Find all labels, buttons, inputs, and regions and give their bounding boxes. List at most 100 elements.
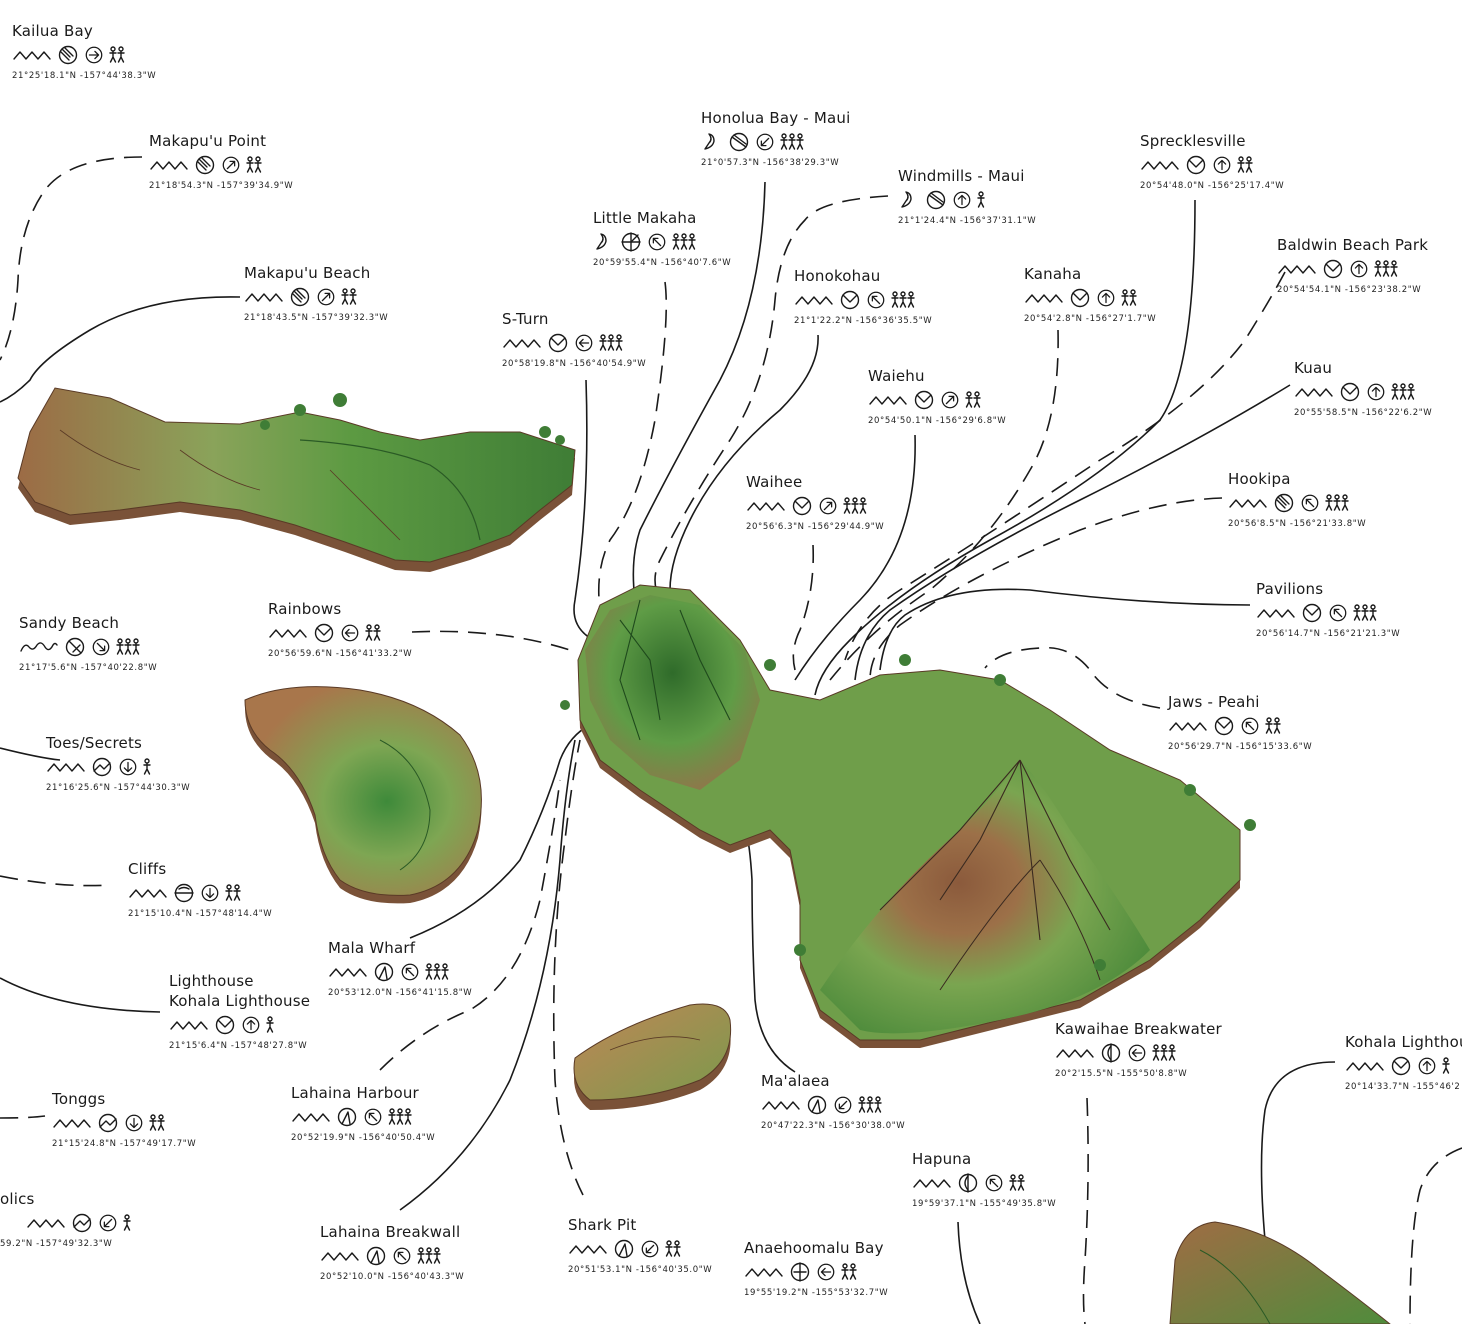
up-left-direction-icon (985, 1174, 1003, 1192)
spot-honokohau[interactable]: Honokohau 21°1'22.2"N -156°36'35.5"W (794, 267, 932, 326)
spot-baldwin[interactable]: Baldwin Beach Park 20°54'54.1"N -156°23'… (1277, 236, 1428, 295)
spot-icons (291, 1106, 435, 1128)
up-direction-icon (242, 1016, 260, 1034)
spot-name: Anaehoomalu Bay (744, 1239, 884, 1257)
spot-little-makaha[interactable]: Little Makaha 20°59'55.4"N -156°40'7.6"W (593, 209, 731, 268)
spot-publics[interactable]: olics 59.2"N -157°49'32.3"W (0, 1190, 138, 1249)
crowd-3-icon (599, 334, 623, 351)
bottom-type-icon (1340, 382, 1360, 402)
spot-jaws[interactable]: Jaws - Peahi 20°56'29.7"N -156°15'33.6"W (1168, 693, 1312, 752)
zigzag-wave-icon (329, 968, 367, 977)
zigzag-wave-icon (762, 1101, 800, 1110)
spot-cliffs[interactable]: Cliffs 21°15'10.4"N -157°48'14.4"W (128, 860, 272, 919)
bottom-type-icon (1391, 1056, 1411, 1076)
spot-icons (1277, 258, 1428, 280)
spot-coords: 20°52'19.9"N -156°40'50.4"W (291, 1133, 436, 1143)
spot-waihee[interactable]: Waihee 20°56'6.3"N -156°29'44.9"W (746, 473, 884, 532)
spot-mala-wharf[interactable]: Mala Wharf 20°53'12.0"N -156°41'15.8"W (328, 939, 472, 998)
spot-coords: 20°56'14.7"N -156°21'21.3"W (1256, 629, 1401, 639)
crowd-2-icon (665, 1240, 681, 1257)
spot-anaehoomalu[interactable]: Anaehoomalu Bay 19°55'19.2"N -155°53'32.… (744, 1239, 888, 1298)
spot-pavilions[interactable]: Pavilions 20°56'14.7"N -156°21'21.3"W (1256, 580, 1400, 639)
bottom-type-icon (1070, 288, 1090, 308)
spot-sprecklesville[interactable]: Sprecklesville 20°54'48.0"N -156°25'17.4… (1140, 132, 1284, 191)
spot-coords: 20°56'6.3"N -156°29'44.9"W (746, 522, 885, 532)
connector-lines (0, 156, 1462, 1324)
spot-coords: 21°18'43.5"N -157°39'32.3"W (244, 313, 389, 323)
bottom-type-icon (807, 1095, 827, 1115)
up-right-direction-icon (222, 156, 240, 174)
bottom-type-icon (58, 45, 78, 65)
spot-makapuu-beach[interactable]: Makapu'u Beach 21°18'43.5"N -157°39'32.3… (244, 264, 388, 323)
spot-icons (744, 1261, 888, 1283)
bottom-type-icon (72, 1213, 92, 1233)
up-direction-icon (1350, 260, 1368, 278)
spot-coords: 21°16'25.6"N -157°44'30.3"W (46, 783, 191, 793)
spot-lahaina-harbour[interactable]: Lahaina Harbour 20°52'19.9"N -156°40'50.… (291, 1084, 435, 1143)
spot-makapuu-point[interactable]: Makapu'u Point 21°18'54.3"N -157°39'34.9… (149, 132, 293, 191)
spot-shark-pit[interactable]: Shark Pit 20°51'53.1"N -156°40'35.0"W (568, 1216, 712, 1275)
up-left-direction-icon (393, 1247, 411, 1265)
spot-maalaea[interactable]: Ma'alaea 20°47'22.3"N -156°30'38.0"W (761, 1072, 905, 1131)
crowd-2-icon (365, 624, 381, 641)
spot-coords: 21°25'18.1"N -157°44'38.3"W (12, 71, 157, 81)
bottom-type-icon (614, 1239, 634, 1259)
up-direction-icon (1418, 1057, 1436, 1075)
spot-coords: 19°55'19.2"N -155°53'32.7"W (744, 1288, 889, 1298)
spot-kohala[interactable]: Kohala Lighthou 20°14'33.7"N -155°46'2 (1345, 1033, 1462, 1092)
crowd-3-icon (1391, 383, 1415, 400)
spot-coords: 20°56'8.5"N -156°21'33.8"W (1228, 519, 1367, 529)
spot-kailua-bay[interactable]: Kailua Bay 21°25'18.1"N -157°44'38.3"W (12, 22, 156, 81)
bottom-type-icon (548, 333, 568, 353)
zigzag-wave-icon (745, 1268, 783, 1277)
spot-hookipa[interactable]: Hookipa 20°56'8.5"N -156°21'33.8"W (1228, 470, 1366, 529)
spot-hapuna[interactable]: Hapuna 19°59'37.1"N -155°49'35.8"W (912, 1150, 1056, 1209)
bottom-type-icon (926, 190, 946, 210)
spot-icons (46, 756, 190, 778)
crowd-3-icon (1374, 260, 1398, 277)
spot-icons (128, 882, 272, 904)
spot-name: Kailua Bay (12, 22, 93, 40)
crowd-3-icon (1152, 1044, 1176, 1061)
up-direction-icon (1097, 289, 1115, 307)
spot-coords: 20°14'33.7"N -155°46'2 (1345, 1082, 1461, 1092)
crowd-1-icon (977, 191, 985, 208)
spot-icons (19, 636, 157, 658)
spot-lahaina-breakwall[interactable]: Lahaina Breakwall 20°52'10.0"N -156°40'4… (320, 1223, 464, 1282)
spot-rainbows[interactable]: Rainbows 20°56'59.6"N -156°41'33.2"W (268, 600, 412, 659)
bottom-type-icon (1101, 1043, 1121, 1063)
spot-kanaha[interactable]: Kanaha 20°54'2.8"N -156°27'1.7"W (1024, 265, 1156, 324)
zigzag-wave-icon (913, 1179, 951, 1188)
crowd-3-icon (1353, 604, 1377, 621)
spot-name: Honolua Bay - Maui (701, 109, 851, 127)
zigzag-wave-icon (1141, 161, 1179, 170)
spot-kawaihae[interactable]: Kawaihae Breakwater 20°2'15.5"N -155°50'… (1055, 1020, 1222, 1079)
spot-waiehu[interactable]: Waiehu 20°54'50.1"N -156°29'6.8"W (868, 367, 1006, 426)
zigzag-wave-icon (1229, 499, 1267, 508)
spot-honolua-bay[interactable]: Honolua Bay - Maui 21°0'57.3"N -156°38'2… (701, 109, 851, 168)
spot-icons (12, 44, 156, 66)
bottom-type-icon (337, 1107, 357, 1127)
spot-lighthouse[interactable]: Lighthouse Kohala Lighthouse 21°15'6.4"N… (169, 972, 310, 1051)
zigzag-wave-icon (269, 629, 307, 638)
spot-icons (1228, 492, 1366, 514)
up-direction-icon (1367, 383, 1385, 401)
zigzag-wave-icon (53, 1119, 91, 1128)
crowd-3-icon (417, 1247, 441, 1264)
spot-icons (746, 495, 884, 517)
bottom-type-icon (65, 637, 85, 657)
spot-tonggs[interactable]: Tonggs 21°15'24.8"N -157°49'17.7"W (52, 1090, 196, 1149)
spot-toes-secrets[interactable]: Toes/Secrets 21°16'25.6"N -157°44'30.3"W (46, 734, 190, 793)
crowd-3-icon (1325, 494, 1349, 511)
spot-coords: 20°47'22.3"N -156°30'38.0"W (761, 1121, 906, 1131)
spot-icons (1345, 1055, 1462, 1077)
spot-icons (568, 1238, 712, 1260)
spot-s-turn[interactable]: S-Turn 20°58'19.8"N -156°40'54.9"W (502, 310, 646, 369)
crowd-3-icon (843, 497, 867, 514)
spot-name: Waihee (746, 473, 803, 491)
spot-kuau[interactable]: Kuau 20°55'58.5"N -156°22'6.2"W (1294, 359, 1432, 418)
spot-windmills[interactable]: Windmills - Maui 21°1'24.4"N -156°37'31.… (898, 167, 1036, 226)
spot-sandy-beach[interactable]: Sandy Beach 21°17'5.6"N -157°40'22.8"W (19, 614, 157, 673)
crowd-3-icon (780, 133, 804, 150)
zigzag-wave-icon (1169, 722, 1207, 731)
